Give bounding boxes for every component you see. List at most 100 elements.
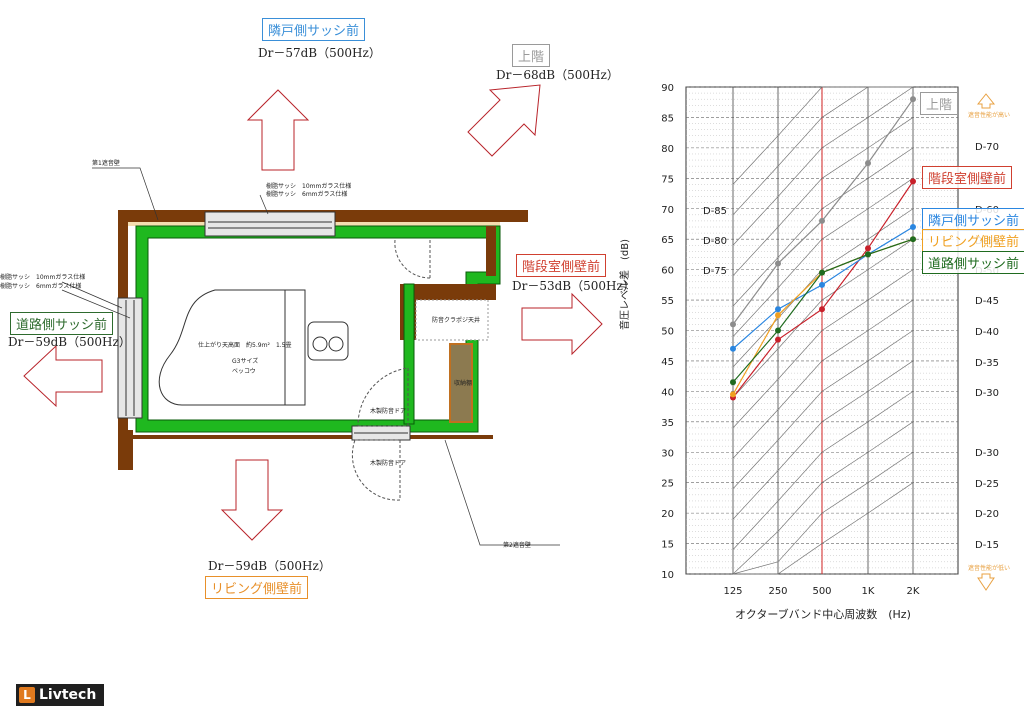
wall2-leader <box>444 439 560 546</box>
data-point <box>730 379 736 386</box>
piano <box>158 289 306 406</box>
d-curve <box>732 238 914 398</box>
d-curve <box>732 451 914 575</box>
data-point <box>819 217 825 224</box>
bottom-note: 遮音性能が低い <box>968 565 1011 572</box>
note-piano-3: ベッコウ <box>232 368 256 375</box>
d-curve <box>732 269 914 429</box>
door-swing-top <box>394 239 431 279</box>
arrow-down-living-icon <box>220 459 284 541</box>
y-tick-label: 10 <box>661 570 674 581</box>
note-sash-left-6: 樹脂サッシ 6mmガラス仕様 <box>0 283 82 290</box>
y-tick-label: 15 <box>661 540 674 551</box>
data-point <box>865 245 871 252</box>
d-label-right: D-40 <box>975 327 999 338</box>
label-neighbor: 隣戸側サッシ前 <box>262 18 366 41</box>
data-point <box>910 96 916 103</box>
d-curve <box>732 391 914 550</box>
d-curve <box>732 86 914 246</box>
data-point <box>775 312 781 319</box>
x-tick-label: 1K <box>862 586 875 597</box>
arrow-low-icon <box>977 573 995 591</box>
note-closet: 防音クラポジ天井 <box>432 317 481 324</box>
legend-living: リビング側壁前 <box>922 229 1024 252</box>
data-point <box>865 160 871 167</box>
label-stairwell: 階段室側壁前 <box>516 254 607 277</box>
wall1-leader <box>92 167 159 221</box>
y-tick-label: 30 <box>661 448 674 459</box>
arrow-up-neighbor-icon <box>246 89 310 171</box>
arrow-left-road-icon <box>23 344 103 408</box>
closet-area <box>415 299 489 341</box>
floor-plan <box>23 84 603 546</box>
legend-road: 道路側サッシ前 <box>922 251 1024 274</box>
data-point <box>775 336 781 343</box>
door-swing-mid <box>357 367 409 427</box>
bottom-wall-strip <box>118 435 493 439</box>
d-curve <box>733 482 914 575</box>
logo-mark-icon: L <box>19 687 35 703</box>
d-curve <box>732 147 914 307</box>
d-curve <box>732 330 914 490</box>
y-tick-label: 25 <box>661 479 674 490</box>
data-point <box>730 345 736 352</box>
dr-living: Dr－59dB（500Hz） <box>208 559 331 573</box>
data-point <box>819 281 825 288</box>
label-upstairs: 上階 <box>512 44 551 67</box>
d-label-right: D-25 <box>975 479 999 490</box>
arrow-high-icon <box>976 93 996 109</box>
d-label-right: D-45 <box>975 296 999 307</box>
y-tick-label: 65 <box>661 235 674 246</box>
sash-top <box>204 211 336 237</box>
closet-wall <box>400 284 496 340</box>
dr-road: Dr－59dB（500Hz） <box>8 335 131 349</box>
data-point <box>865 251 871 258</box>
dr-neighbor: Dr－57dB（500Hz） <box>258 46 381 60</box>
data-point <box>819 269 825 276</box>
d-label-right: D-30 <box>975 448 999 459</box>
d-label-right: D-35 <box>975 358 999 369</box>
d-label-right: D-70 <box>975 142 999 153</box>
d-label-right: D-30 <box>975 388 999 399</box>
y-tick-label: 20 <box>661 509 674 520</box>
d-label-right: D-15 <box>975 540 999 551</box>
top-note: 遮音性能が高い <box>968 112 1011 119</box>
y-tick-label: 40 <box>661 387 674 398</box>
x-tick-label: 250 <box>768 586 787 597</box>
d-curves <box>732 86 914 575</box>
d-label-left: D-80 <box>703 236 727 247</box>
y-tick-label: 90 <box>661 83 674 94</box>
data-point <box>730 391 736 398</box>
cabinet <box>449 343 473 423</box>
data-point <box>819 306 825 313</box>
dr-upstairs: Dr－68dB（500Hz） <box>496 68 619 82</box>
chart-ylabel: 音圧レベル差 (dB) <box>620 238 631 330</box>
inner-right-wall <box>486 226 496 276</box>
note-cabinet: 収納棚 <box>454 380 473 387</box>
d-curve <box>732 178 914 337</box>
note-sash-top-6: 樹脂サッシ 6mmガラス仕様 <box>266 191 348 198</box>
logo-text: Livtech <box>39 687 97 703</box>
d-curve <box>732 360 914 520</box>
bottom-wall <box>118 430 133 470</box>
door-swing-low <box>351 439 401 501</box>
chart-series <box>730 96 916 401</box>
legend-neighbor: 隣戸側サッシ前 <box>922 208 1024 231</box>
data-point <box>775 306 781 313</box>
note-wall1: 第1遮音壁 <box>92 160 120 167</box>
legend-stairwell: 階段室側壁前 <box>922 166 1013 189</box>
y-tick-label: 70 <box>661 205 674 216</box>
legend-upstairs: 上階 <box>920 92 959 115</box>
d-curve <box>732 299 914 459</box>
label-living: リビング側壁前 <box>205 576 309 599</box>
note-door-1: 木製防音ドア <box>370 408 407 415</box>
data-point <box>910 178 916 185</box>
note-sash-left-10: 樹脂サッシ 10mmガラス仕様 <box>0 274 86 281</box>
chart-xlabel: オクターブバンド中心周波数 (Hz) <box>735 608 911 621</box>
x-tick-label: 125 <box>723 586 742 597</box>
arrow-upright-upstairs-icon <box>467 84 541 157</box>
y-tick-label: 80 <box>661 144 674 155</box>
